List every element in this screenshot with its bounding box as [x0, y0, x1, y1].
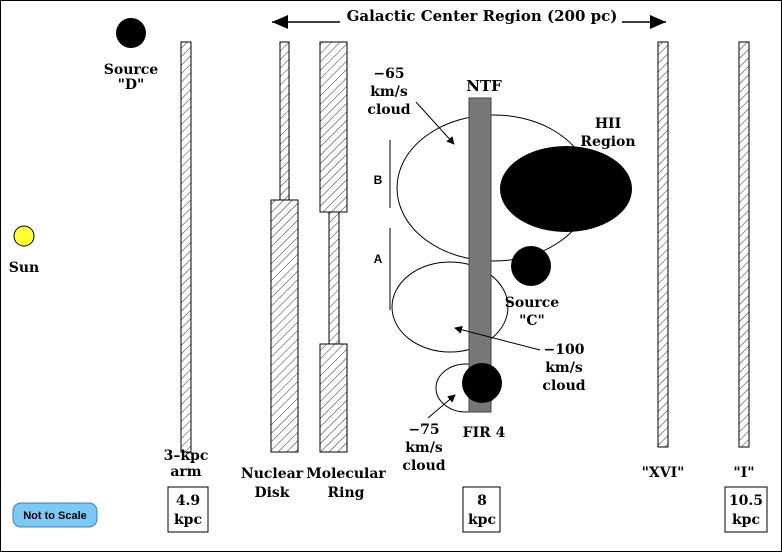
- arm-label: 3–kpc: [164, 448, 209, 464]
- molecular-ring-lower: [319, 343, 348, 453]
- hii-label: HII: [595, 116, 621, 132]
- arrowhead-left: [272, 15, 288, 29]
- cloud-100-ellipse: [391, 261, 509, 353]
- cloud-65-arrow: [415, 101, 455, 145]
- not-to-scale-text: Not to Scale: [23, 510, 87, 522]
- nuclear-disk-label: Nuclear: [241, 466, 304, 482]
- source-c-label: Source: [505, 295, 560, 311]
- sun-dot: [13, 225, 35, 247]
- cloud-65-label-3: cloud: [367, 102, 410, 118]
- distance-4-9-value: 4.9: [176, 493, 200, 509]
- distance-box-8: [462, 486, 501, 533]
- nuclear-disk-upper: [279, 41, 290, 201]
- ntf-label: NTF: [466, 77, 502, 95]
- arm-xvi-label: "XVI": [642, 465, 685, 481]
- source-d-label: Source: [104, 62, 159, 78]
- source-d-label-2: "D": [118, 77, 145, 93]
- fir4-label: FIR 4: [463, 425, 506, 441]
- distance-10-5-value: 10.5: [729, 493, 763, 509]
- fir4-dot: [462, 363, 502, 403]
- distance-box-4-9: [167, 486, 209, 533]
- cloud-75-label-2: km/s: [405, 440, 443, 456]
- cloud-100-arrow: [454, 325, 541, 351]
- hii-region-blob: [500, 146, 632, 232]
- cloud-100-label: −100: [544, 342, 585, 358]
- distance-10-5-unit: kpc: [732, 512, 760, 528]
- cloud-75-arrow: [427, 394, 456, 419]
- molecular-ring-label: Molecular: [306, 466, 386, 482]
- nuclear-disk-label-2: Disk: [254, 485, 289, 501]
- cloud-100-label-3: cloud: [542, 378, 585, 394]
- source-d-dot: [116, 18, 146, 48]
- cloud-75-label: −75: [408, 422, 439, 438]
- cloud-75-label-3: cloud: [402, 458, 445, 474]
- nuclear-disk-lower: [270, 199, 299, 453]
- cloud-100-label-2: km/s: [545, 360, 583, 376]
- molecular-ring-middle: [328, 211, 340, 345]
- source-c-label-2: "C": [519, 313, 545, 329]
- label-b: B: [374, 173, 383, 187]
- diagram-title: Galactic Center Region (200 pc): [347, 7, 618, 25]
- hii-label-2: Region: [580, 134, 635, 150]
- molecular-ring-upper: [319, 41, 348, 213]
- arm-i-bar: [738, 41, 750, 448]
- arm-i-label: "I": [733, 465, 754, 481]
- distance-box-10-5: [724, 486, 768, 533]
- not-to-scale-badge: [12, 502, 98, 528]
- source-c-dot: [511, 246, 551, 286]
- distance-8-value: 8: [477, 493, 487, 509]
- arm-label-2: arm: [170, 464, 201, 480]
- cloud-65-label-2: km/s: [370, 84, 408, 100]
- distance-8-unit: kpc: [468, 512, 496, 528]
- arrowhead-right: [650, 15, 666, 29]
- cloud-65-label: −65: [373, 66, 404, 82]
- molecular-ring-label-2: Ring: [328, 485, 365, 501]
- sun-label: Sun: [9, 260, 39, 276]
- distance-4-9-unit: kpc: [174, 512, 202, 528]
- arm-xvi-bar: [657, 41, 669, 448]
- label-a: A: [374, 252, 383, 266]
- title-bg: [340, 6, 622, 26]
- arm-3kpc-bar: [180, 41, 192, 453]
